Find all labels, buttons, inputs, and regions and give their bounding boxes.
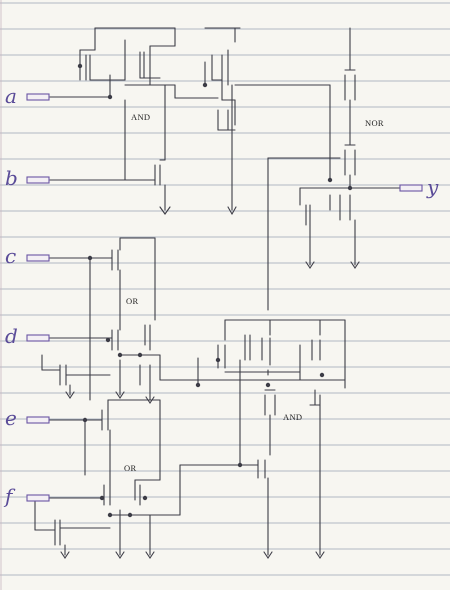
nor-gate <box>267 27 401 311</box>
gate-label-and-1: AND <box>131 112 151 122</box>
pin-a <box>26 93 50 101</box>
pin-c <box>26 254 50 262</box>
pin-b <box>26 176 50 184</box>
and-gate-2 <box>159 319 346 559</box>
or-gate-1 <box>41 237 161 404</box>
gate-label-or-2: OR <box>124 463 137 473</box>
input-e-label: e <box>5 406 17 430</box>
and-inverter-stage <box>174 27 331 215</box>
gate-label-and-2: AND <box>283 412 303 422</box>
pin-boxes <box>26 93 423 502</box>
pin-f <box>26 494 50 502</box>
input-b-label: b <box>5 166 18 190</box>
pin-d <box>26 334 50 342</box>
or-gate-2 <box>34 399 181 559</box>
input-a-label: a <box>5 84 17 108</box>
gate-label-nor: NOR <box>365 118 384 128</box>
pin-y <box>399 184 423 192</box>
input-d-label: d <box>5 324 18 348</box>
input-f-label: f <box>5 484 13 508</box>
gate-label-or-1: OR <box>126 296 139 306</box>
input-c-label: c <box>5 244 17 268</box>
output-y-label: y <box>427 175 439 199</box>
pin-e <box>26 416 50 424</box>
and-gate-1 <box>49 27 176 215</box>
